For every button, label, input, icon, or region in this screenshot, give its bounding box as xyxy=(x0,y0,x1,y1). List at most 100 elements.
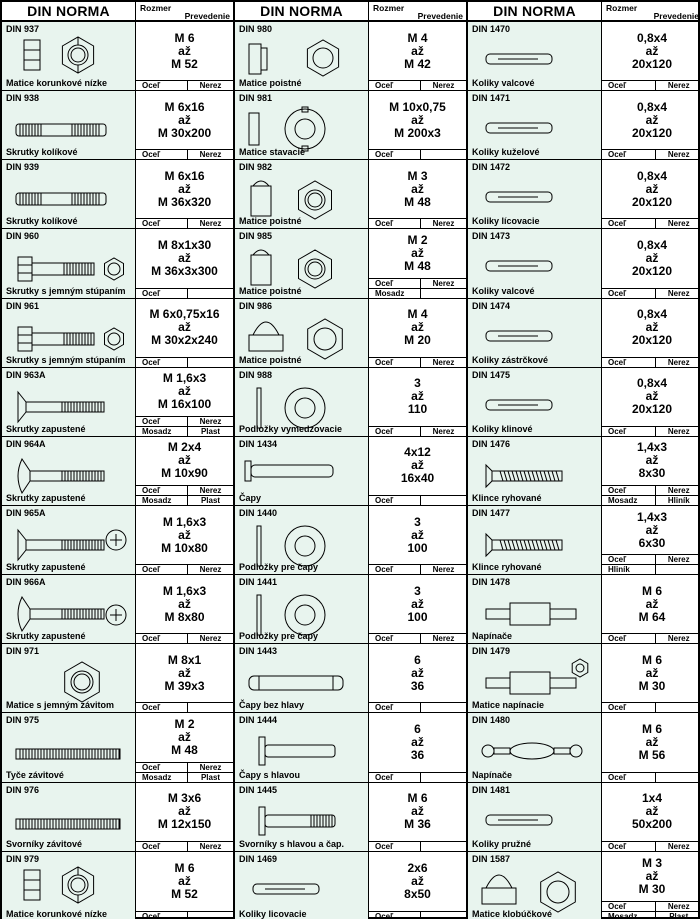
size-line: 50x200 xyxy=(631,817,673,832)
material-label: Oceľ xyxy=(375,426,394,436)
size-line: M 48 xyxy=(171,742,198,757)
material-label xyxy=(420,495,466,505)
material-label: Nerez xyxy=(420,634,466,644)
material-label: Nerez xyxy=(654,81,700,91)
material-row: Oceľ xyxy=(369,494,466,505)
size-line: až xyxy=(645,596,659,611)
din-code: DIN 1475 xyxy=(472,369,511,380)
phillips-countersunk-screw-icon xyxy=(17,528,127,562)
part-name: Koliky kuželové xyxy=(472,147,540,158)
size-line: M 4 xyxy=(407,30,428,45)
size-line: až xyxy=(645,665,659,680)
part-name: Skrutky kolíkové xyxy=(6,216,78,227)
size-line: až xyxy=(411,804,424,819)
header-size-label: Rozmer xyxy=(606,3,638,13)
size-line: M 6 xyxy=(174,860,195,875)
part-name: Skrutky kolíkové xyxy=(6,147,78,158)
part-name: Skrutky zapustené xyxy=(6,631,86,642)
header-variant-label: Prevedenie xyxy=(653,11,699,21)
material-label: Oceľ xyxy=(142,150,161,160)
material-label: Oceľ xyxy=(375,219,394,229)
part-name: Matice poistné xyxy=(239,285,302,296)
part-name: Klince ryhované xyxy=(472,492,542,503)
size-line: až xyxy=(178,527,191,542)
size-line: až xyxy=(411,458,424,473)
material-label: Nerez xyxy=(187,416,233,426)
center-grooved-pin-icon xyxy=(485,399,553,411)
size-line: M 48 xyxy=(404,194,431,209)
clevis-pin-icon xyxy=(244,460,334,482)
din-code: DIN 1469 xyxy=(239,853,278,864)
size-line: až xyxy=(178,804,191,819)
material-row: Hliník xyxy=(602,564,700,575)
material-row: Oceľ xyxy=(369,840,466,851)
part-name: Podložky vymedzovacie xyxy=(239,423,343,434)
size-line: 0,8x4 xyxy=(636,307,668,322)
material-row: Oceľ xyxy=(369,149,466,160)
size-line: až xyxy=(178,181,191,196)
size-line: M 6 xyxy=(174,30,195,45)
size-line: 3 xyxy=(414,583,421,598)
taper-pin-icon xyxy=(485,122,553,134)
material-label: Mosadz xyxy=(608,911,638,919)
din-code: DIN 937 xyxy=(6,24,40,34)
size-line: M 30 xyxy=(638,678,666,693)
size-line: 20x120 xyxy=(631,333,673,348)
material-label: Oceľ xyxy=(142,911,161,919)
material-row: Oceľ xyxy=(136,287,233,298)
material-label: Hliník xyxy=(608,565,630,575)
material-label: Nerez xyxy=(654,634,700,644)
part-name: Matice poistné xyxy=(239,216,302,227)
grooved-pin-icon xyxy=(252,883,320,895)
size-line: až xyxy=(178,320,191,335)
size-line: až xyxy=(178,665,191,680)
material-list: Oceľ xyxy=(136,910,233,919)
material-label: Oceľ xyxy=(142,357,161,367)
